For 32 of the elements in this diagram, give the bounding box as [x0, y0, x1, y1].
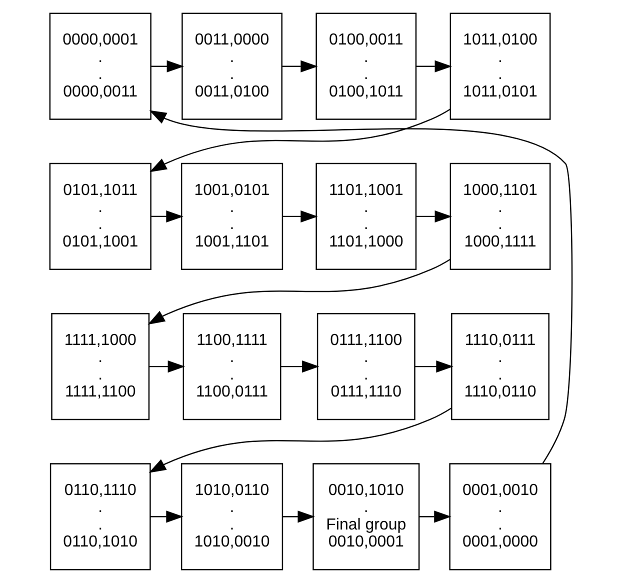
arrow [147, 258, 450, 325]
node-box: 0011,0000 . . 0011,0100 [181, 12, 282, 120]
arrow [416, 60, 452, 72]
node-box: 1100,1111 . . 1100,0111 [182, 313, 281, 420]
arrow [148, 360, 185, 373]
node-box: 0001,0010 . . 0001,0000 [448, 463, 551, 570]
node-box: 0100,0011 . . 0100,1011 [315, 12, 416, 120]
node-box: 0010,1010 . Final group 0010,0001 [312, 463, 420, 570]
arrow [150, 210, 183, 222]
node-box: 1001,0101 . . 1001,1101 [180, 162, 283, 270]
arrow [280, 360, 319, 373]
node-box: 1010,0110 . . 1010,0010 [180, 463, 283, 570]
node-box: 1011,0100 . . 1011,0101 [449, 12, 550, 120]
node-box: 0110,1110 . . 0110,1010 [49, 463, 150, 570]
node-box: 0111,1100 . . 0111,1110 [316, 313, 415, 420]
arrow [282, 210, 318, 222]
arrow [149, 108, 450, 172]
arrow [148, 110, 572, 464]
node-box: 1000,1101 . . 1000,1111 [449, 162, 550, 270]
node-box: 1110,0111 . . 1110,0110 [450, 313, 549, 420]
arrow [148, 408, 452, 473]
arrow [418, 510, 451, 523]
arrow [416, 210, 452, 222]
arrow [414, 360, 453, 373]
node-box: 0101,1011 . . 0101,1001 [48, 162, 151, 270]
node-box: 1101,1001 . . 1101,1000 [315, 162, 416, 270]
node-box: 0000,0001 . . 0000,0011 [48, 12, 151, 120]
node-box: 1111,1000 . . 1111,1100 [50, 313, 150, 420]
arrow [282, 510, 314, 523]
arrow [282, 60, 318, 72]
arrow [150, 510, 183, 523]
arrow [150, 60, 184, 72]
